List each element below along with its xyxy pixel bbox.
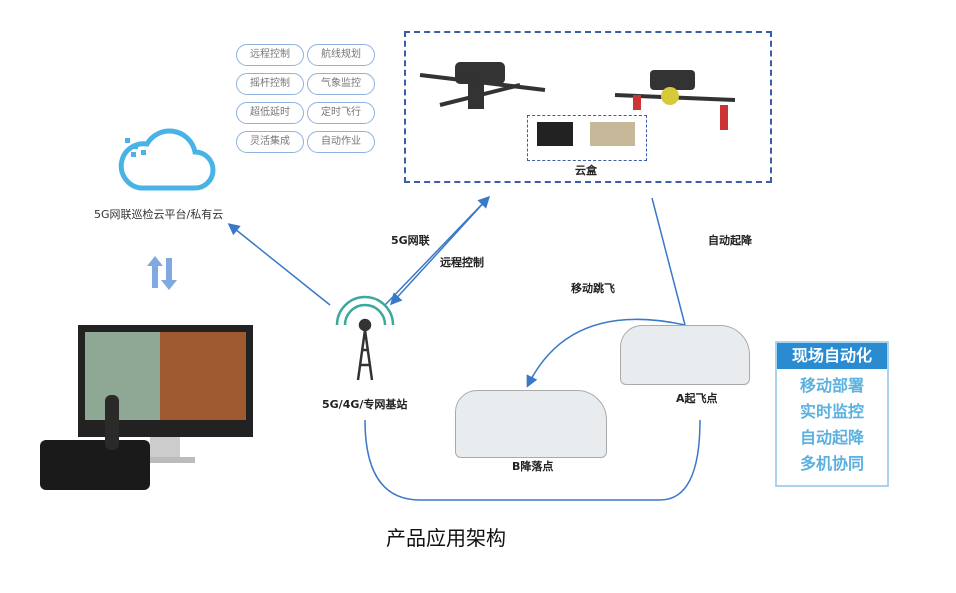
cloud-box-image [537, 122, 635, 146]
feature-pill: 自动作业 [307, 131, 375, 153]
feature-pill: 摇杆控制 [236, 73, 304, 95]
sync-arrows-icon [147, 256, 177, 290]
feature-pill: 远程控制 [236, 44, 304, 66]
network-label: 5G网联 [391, 234, 430, 247]
van-a-image [620, 325, 750, 385]
arrow-to-cloud [227, 223, 331, 306]
network-link [364, 419, 701, 501]
feature-pill: 灵活集成 [236, 131, 304, 153]
cloud-platform-label: 5G网联巡检云平台/私有云 [94, 208, 224, 221]
drone-image [419, 62, 736, 130]
cloud-box-label: 云盒 [575, 164, 597, 177]
tower-icon [335, 295, 395, 381]
feature-pill: 超低延时 [236, 102, 304, 124]
automation-panel: 现场自动化 移动部署 实时监控 自动起降 多机协同 [775, 341, 889, 487]
van-b-image [455, 390, 607, 458]
base-station-label: 5G/4G/专网基站 [322, 398, 408, 411]
point-a-label: A起飞点 [676, 392, 718, 405]
figure-caption: 产品应用架构 [386, 526, 506, 550]
automation-item: 自动起降 [799, 428, 864, 447]
cloud-icon [118, 128, 216, 191]
automation-item: 实时监控 [799, 402, 864, 421]
line-auto-land [651, 197, 686, 326]
cloud-box-group [527, 115, 647, 161]
arrow-move-jump [526, 318, 686, 388]
automation-item: 多机协同 [799, 454, 864, 473]
feature-pill: 定时飞行 [307, 102, 375, 124]
automation-item: 移动部署 [799, 376, 864, 395]
move-jump-label: 移动跳飞 [571, 282, 615, 295]
point-b-label: B降落点 [512, 460, 554, 473]
remote-label: 远程控制 [440, 256, 484, 269]
auto-land-label: 自动起降 [708, 234, 752, 247]
feature-pill: 气象监控 [307, 73, 375, 95]
automation-title: 现场自动化 [777, 343, 887, 369]
feature-pill: 航线规划 [307, 44, 375, 66]
monitor-image [40, 325, 253, 490]
drone-group [404, 31, 772, 183]
